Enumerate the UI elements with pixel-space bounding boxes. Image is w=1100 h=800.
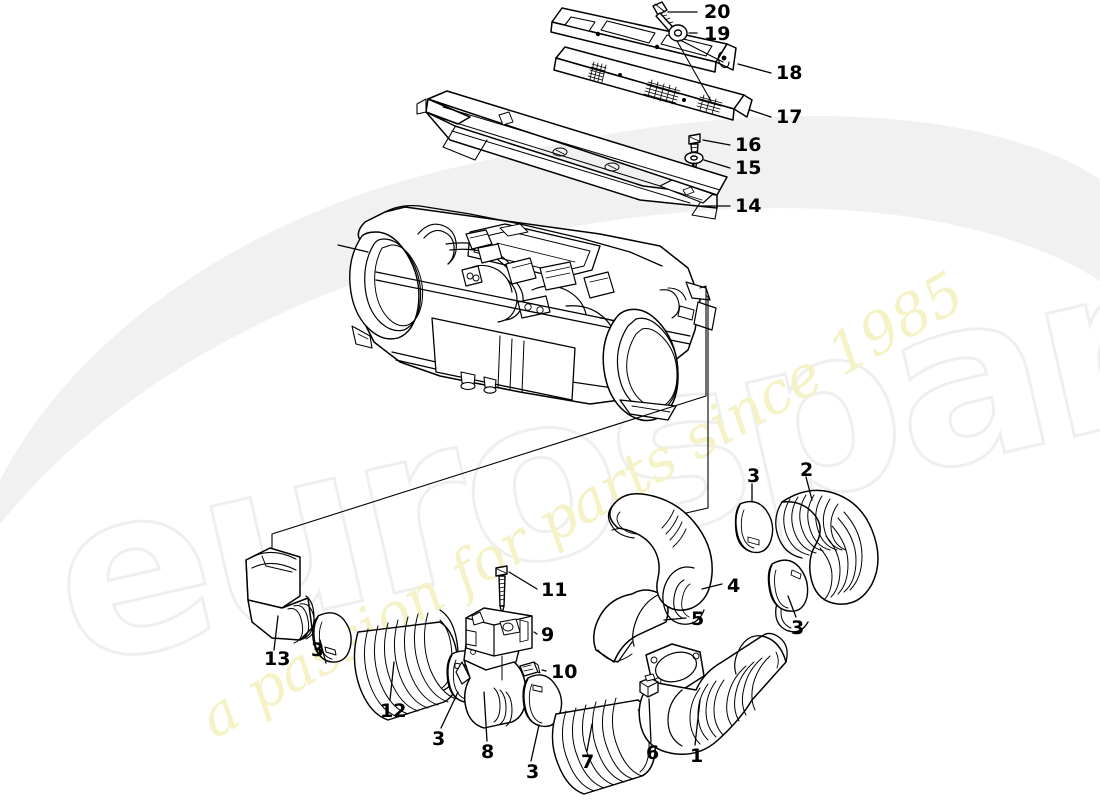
assembly-leader-lines: [676, 39, 724, 102]
part-19-washer: [668, 24, 688, 42]
part-6-nut: [639, 673, 659, 698]
callout-3-c: 3: [526, 761, 540, 783]
part-11-screw: [495, 565, 508, 615]
part-13-air-inlet-elbow: [245, 547, 316, 644]
part-10-clip: [519, 661, 541, 677]
callout-14: 14: [735, 195, 762, 217]
part-1-air-intake-duct: [638, 632, 788, 755]
callout-9: 9: [541, 624, 555, 646]
callout-5: 5: [691, 608, 705, 630]
callout-11: 11: [541, 579, 568, 601]
callout-1: 1: [690, 745, 704, 767]
callout-10: 10: [551, 661, 578, 683]
main-heater-housing: [337, 204, 717, 422]
callout-3-e: 3: [311, 639, 325, 661]
callout-3-a: 3: [747, 465, 761, 487]
callout-3-b: 3: [791, 617, 805, 639]
part-15-washer: [684, 151, 704, 165]
callout-17: 17: [776, 106, 803, 128]
part-18-cowl-cover: [550, 7, 737, 73]
callout-7: 7: [581, 751, 595, 773]
callout-19: 19: [704, 23, 731, 45]
callout-3-d: 3: [432, 728, 446, 750]
part-9-bracket: [465, 607, 533, 657]
callout-2: 2: [800, 459, 814, 481]
part-4-air-duct-hose: [607, 492, 713, 625]
callout-4: 4: [727, 575, 741, 597]
part-7-flexible-hose: [551, 697, 656, 795]
callout-12: 12: [380, 700, 407, 722]
callout-20: 20: [704, 1, 731, 23]
leader-housing-to-part13: [271, 285, 707, 557]
part-3-hose-clamp-b: [767, 559, 809, 612]
callout-8: 8: [481, 741, 495, 763]
part-12-flexible-hose: [353, 609, 459, 721]
callout-15: 15: [735, 157, 762, 179]
callout-18: 18: [776, 62, 803, 84]
part-2-air-duct-hose: [775, 489, 879, 633]
callout-13: 13: [264, 648, 291, 670]
callout-leaders: [273, 11, 813, 762]
part-3-hose-clamp-c: [522, 674, 563, 728]
callout-6: 6: [646, 742, 660, 764]
part-17-cowl-grille: [553, 46, 753, 121]
callout-16: 16: [735, 134, 762, 156]
part-3-hose-clamp-a: [734, 500, 774, 554]
part-14-cowl-crossmember: [416, 90, 728, 220]
